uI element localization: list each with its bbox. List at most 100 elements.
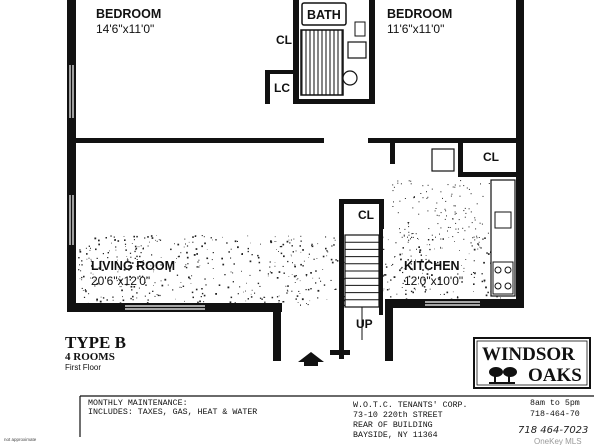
burner (504, 282, 512, 290)
speckle (463, 210, 465, 212)
speckle (299, 280, 301, 282)
speckle (257, 256, 260, 259)
speckle (395, 242, 397, 244)
speckle (126, 256, 128, 257)
speckle (288, 235, 289, 237)
speckle (427, 210, 429, 212)
speckle (471, 222, 473, 224)
speckle (132, 295, 134, 298)
speckle (470, 273, 473, 275)
speckle (405, 293, 407, 295)
wall-hall-closet-bottom (458, 172, 518, 177)
speckle (392, 263, 394, 265)
speckle (119, 286, 121, 288)
speckle (331, 261, 334, 264)
speckle (285, 285, 287, 287)
speckle (426, 273, 429, 275)
speckle (92, 273, 94, 275)
speckle (400, 258, 402, 261)
speckle (112, 296, 114, 298)
speckle (237, 246, 239, 249)
speckle (177, 256, 179, 258)
hours-line1: 8am to 5pm (530, 399, 580, 408)
speckle (427, 184, 429, 186)
speckle (447, 184, 449, 186)
speckle (388, 288, 390, 290)
speckle (468, 208, 470, 210)
speckle (147, 236, 149, 238)
speckle (246, 282, 247, 284)
speckle (131, 289, 133, 291)
speckle (96, 282, 99, 285)
speckle (390, 279, 392, 281)
speckle (259, 297, 262, 299)
speckle (282, 265, 284, 267)
bedroom1-dims: 14'6"x11'0" (96, 22, 154, 36)
speckle (221, 257, 223, 260)
speckle (150, 235, 153, 237)
bedroom2-label: BEDROOM (387, 7, 452, 21)
speckle (144, 237, 146, 239)
speckle (257, 254, 259, 257)
speckle (455, 212, 457, 214)
speckle (237, 293, 239, 295)
speckle (415, 259, 416, 261)
speckle (129, 275, 131, 278)
scan-speckles (78, 180, 516, 306)
speckle (194, 235, 197, 237)
speckle (462, 227, 464, 229)
speckle (180, 252, 182, 254)
speckle (136, 265, 138, 267)
speckle (123, 268, 126, 271)
speckle (228, 251, 230, 253)
speckle (79, 264, 80, 266)
speckle (119, 279, 122, 282)
speckle (179, 286, 181, 288)
speckle (312, 277, 314, 279)
speckle (212, 252, 214, 254)
speckle (193, 254, 196, 256)
speckle (471, 245, 473, 247)
unit-type-rooms: 4 ROOMS (65, 351, 115, 363)
speckle (154, 295, 156, 297)
speckle (419, 249, 422, 252)
speckle (435, 208, 437, 209)
speckle (245, 300, 247, 302)
speckle (250, 293, 252, 295)
speckle (482, 195, 484, 197)
speckle (204, 242, 206, 245)
speckle (296, 295, 299, 297)
speckle (410, 263, 412, 265)
speckle (110, 235, 112, 237)
speckle (177, 243, 180, 246)
speckle (182, 285, 185, 287)
wall-right-exterior (516, 0, 524, 308)
speckle (187, 263, 189, 265)
speckle (477, 248, 479, 250)
speckle (402, 247, 404, 249)
footnote: not approximate (4, 437, 37, 442)
speckle (390, 296, 392, 298)
speckle (408, 239, 410, 241)
speckle (98, 239, 100, 242)
speckle (397, 182, 399, 184)
speckle (81, 276, 83, 279)
speckle (408, 180, 410, 182)
speckle (178, 255, 180, 258)
speckle (299, 245, 301, 247)
speckle (118, 269, 119, 271)
speckle (201, 245, 203, 248)
speckle (334, 289, 336, 290)
speckle (84, 290, 86, 291)
speckle (160, 280, 162, 282)
office-line3: REAR OF BUILDING (353, 421, 433, 430)
kitchen-label: KITCHEN (404, 259, 460, 273)
speckle (481, 280, 484, 283)
speckle (392, 206, 394, 207)
speckle (90, 258, 92, 260)
speckle (478, 237, 480, 238)
speckle (230, 248, 232, 250)
wall-hall-stub (390, 140, 395, 164)
speckle (407, 259, 409, 261)
speckle (383, 248, 385, 250)
